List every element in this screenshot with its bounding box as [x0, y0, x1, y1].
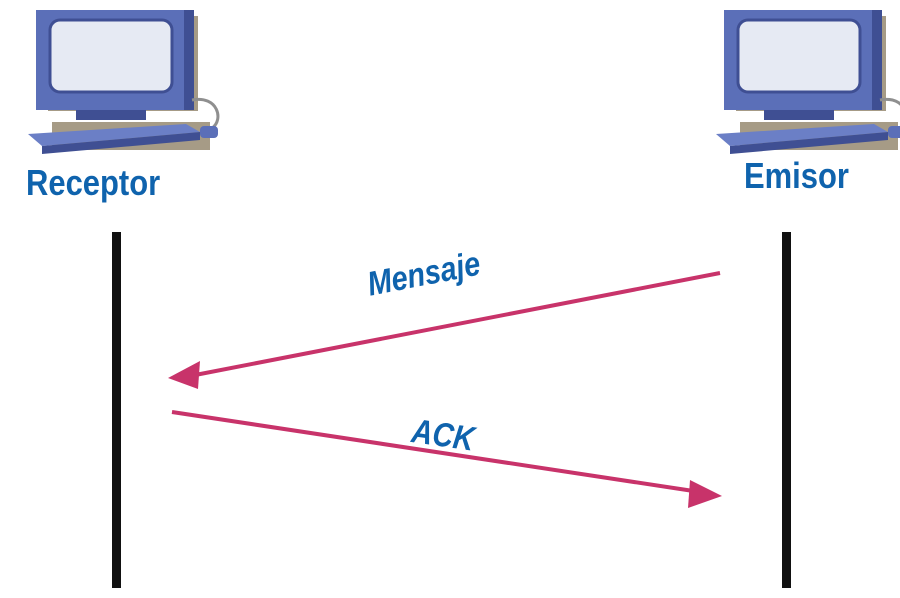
mensaje-arrow: [168, 271, 721, 389]
emisor-lifeline: [782, 232, 791, 588]
receptor-lifeline: [112, 232, 121, 588]
receptor-computer-icon: [26, 8, 220, 156]
ack-arrow: [171, 410, 722, 508]
emisor-label: Emisor: [744, 155, 849, 196]
receptor-label: Receptor: [26, 162, 161, 203]
emisor-computer-icon: [714, 8, 900, 156]
